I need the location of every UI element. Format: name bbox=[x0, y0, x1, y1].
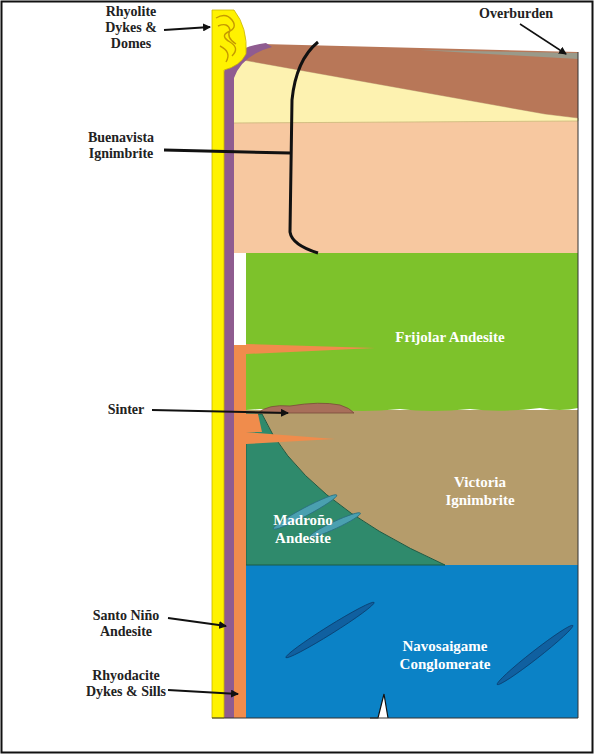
buenavista-layer bbox=[232, 120, 578, 253]
unit-name: Madroño Andesite bbox=[248, 511, 358, 547]
leader-line bbox=[152, 410, 288, 413]
callout-label: Santo Niño Andesite bbox=[80, 608, 172, 640]
callout-label: Overburden bbox=[466, 6, 566, 22]
unit-texts: Frijolar Andesite bbox=[395, 328, 504, 346]
unit-texts: Navosaigame Conglomerate bbox=[370, 637, 520, 673]
callout-label: Sinter bbox=[98, 402, 154, 418]
unit-texts: Madroño Andesite bbox=[248, 511, 358, 547]
rhyodacite-dyke bbox=[246, 414, 262, 432]
santo-nino-dyke bbox=[224, 43, 272, 718]
overburden-layer bbox=[420, 50, 578, 59]
rhyodacite-dyke bbox=[234, 345, 246, 718]
sinter-lens bbox=[258, 403, 354, 413]
leader-line bbox=[168, 690, 238, 694]
flow-banding bbox=[216, 15, 236, 62]
unit-name: Navosaigame Conglomerate bbox=[370, 637, 520, 673]
lens bbox=[284, 599, 376, 661]
rhyodacite-sill bbox=[246, 432, 335, 444]
callout-label: Rhyodacite Dykes & Sills bbox=[82, 668, 170, 700]
rock-unit: Navosaigame Conglomerate bbox=[370, 634, 520, 676]
madrono-layer bbox=[246, 414, 445, 565]
leader-line bbox=[164, 27, 210, 30]
victoria-layer bbox=[246, 410, 578, 565]
unit-name: Victoria Ignimbrite bbox=[420, 473, 540, 509]
upper-brown-layer bbox=[232, 44, 578, 118]
lens bbox=[495, 622, 576, 687]
leader-line bbox=[164, 150, 290, 153]
unit-name: Frijolar Andesite bbox=[395, 328, 504, 346]
navosaigame-layer bbox=[246, 563, 578, 718]
leader-line bbox=[168, 618, 226, 626]
unit-texts: Victoria Ignimbrite bbox=[420, 473, 540, 509]
rock-unit: Victoria Ignimbrite bbox=[420, 470, 540, 512]
callout-label: Rhyolite Dykes & Domes bbox=[92, 4, 170, 52]
bracket bbox=[290, 42, 318, 253]
rhyodacite-sill bbox=[246, 344, 375, 354]
break-mark bbox=[370, 694, 388, 718]
rock-unit: Frijolar Andesite bbox=[390, 316, 510, 358]
leader-line bbox=[520, 24, 566, 54]
callout-label: Buenavista Ignimbrite bbox=[74, 130, 168, 162]
frijolar-layer bbox=[246, 253, 578, 411]
rhyolite-dyke-dome bbox=[212, 10, 246, 718]
rock-unit: Madroño Andesite bbox=[248, 508, 358, 550]
